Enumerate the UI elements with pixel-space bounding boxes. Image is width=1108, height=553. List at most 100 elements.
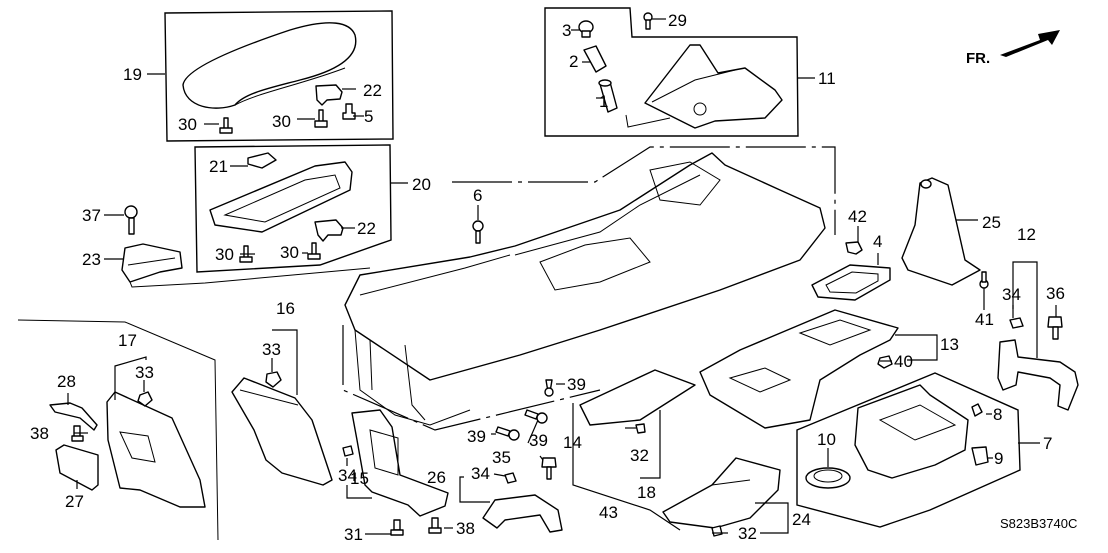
lid-part-20[interactable] — [209, 161, 353, 233]
callout-30-d[interactable]: 30 — [280, 243, 299, 262]
callout-17[interactable]: 17 — [118, 331, 137, 350]
callout-14[interactable]: 14 — [563, 433, 582, 452]
callout-39-c[interactable]: 39 — [529, 431, 548, 450]
callout-29[interactable]: 29 — [668, 11, 687, 30]
callout-6[interactable]: 6 — [473, 186, 482, 205]
callout-28[interactable]: 28 — [57, 372, 76, 391]
callout-30-b[interactable]: 30 — [272, 112, 291, 131]
callout-35[interactable]: 35 — [492, 448, 511, 467]
armrest-part-19[interactable] — [182, 22, 357, 109]
callout-18[interactable]: 18 — [637, 483, 656, 502]
callout-20[interactable]: 20 — [412, 175, 431, 194]
callout-39-b[interactable]: 39 — [467, 427, 486, 446]
screw-part-31[interactable] — [390, 519, 404, 536]
callout-39-a[interactable]: 39 — [567, 375, 586, 394]
callout-23[interactable]: 23 — [82, 250, 101, 269]
callout-27[interactable]: 27 — [65, 492, 84, 511]
clip-part-33-a[interactable] — [137, 391, 153, 407]
callout-33-b[interactable]: 33 — [262, 340, 281, 359]
callout-34-a[interactable]: 34 — [338, 466, 357, 485]
fastener-part-30-a[interactable] — [219, 117, 233, 134]
cup-holder-part-7[interactable] — [854, 384, 969, 479]
clip-part-42[interactable] — [845, 241, 863, 255]
callout-38-a[interactable]: 38 — [30, 424, 49, 443]
callout-22-lower[interactable]: 22 — [357, 219, 376, 238]
screw-part-38-a[interactable] — [71, 425, 84, 442]
fastener-part-30-b[interactable] — [314, 109, 328, 128]
bracket-part-26[interactable] — [482, 494, 563, 533]
screw-part-39-b[interactable] — [524, 409, 548, 424]
callout-5[interactable]: 5 — [364, 107, 373, 126]
callout-10[interactable]: 10 — [817, 430, 836, 449]
latch-part-9[interactable] — [971, 446, 989, 466]
callout-1[interactable]: 1 — [599, 92, 608, 111]
fastener-part-30-d[interactable] — [307, 242, 321, 260]
screw-part-38-b[interactable] — [428, 517, 442, 534]
spring-part-8[interactable] — [971, 403, 983, 417]
pocket-lid-part-14[interactable] — [579, 369, 696, 426]
callout-32-a[interactable]: 32 — [630, 446, 649, 465]
callout-30-a[interactable]: 30 — [178, 115, 197, 134]
clip-part-22-lower[interactable] — [314, 219, 344, 242]
side-cover-part-16[interactable] — [231, 377, 333, 486]
clip-part-6[interactable] — [472, 220, 484, 244]
shift-boot-part-25[interactable] — [901, 177, 981, 286]
callout-33-a[interactable]: 33 — [135, 363, 154, 382]
screw-part-39-c[interactable] — [495, 426, 520, 441]
ashtray-part-27[interactable] — [55, 444, 99, 491]
callout-31[interactable]: 31 — [344, 525, 363, 544]
bolt-part-37[interactable] — [124, 205, 138, 235]
trim-ring-part-4[interactable] — [811, 264, 891, 301]
callout-34-b[interactable]: 34 — [471, 464, 490, 483]
callout-37[interactable]: 37 — [82, 206, 101, 225]
screw-part-29[interactable] — [643, 12, 653, 30]
side-cover-part-17[interactable] — [106, 391, 206, 508]
callout-24[interactable]: 24 — [792, 510, 811, 529]
callout-9[interactable]: 9 — [994, 449, 1003, 468]
clip-part-33-b[interactable] — [265, 371, 282, 388]
bolt-part-35[interactable] — [541, 457, 557, 480]
callout-25[interactable]: 25 — [982, 213, 1001, 232]
hinge-part-23[interactable] — [121, 243, 183, 283]
clip-part-22-upper[interactable] — [315, 84, 343, 106]
callout-11[interactable]: 11 — [818, 69, 836, 88]
screw-part-5[interactable] — [342, 103, 356, 120]
nut-part-34-b[interactable] — [504, 472, 517, 484]
handle-part-28[interactable] — [49, 402, 98, 431]
callout-30-c[interactable]: 30 — [215, 245, 234, 264]
callout-12[interactable]: 12 — [1017, 225, 1036, 244]
callout-41[interactable]: 41 — [975, 310, 994, 329]
callout-13[interactable]: 13 — [940, 335, 959, 354]
callout-7[interactable]: 7 — [1043, 434, 1052, 453]
callout-22-upper[interactable]: 22 — [363, 81, 382, 100]
cover-part-21[interactable] — [247, 152, 277, 169]
callout-3[interactable]: 3 — [562, 21, 571, 40]
bracket-part-12[interactable] — [997, 339, 1079, 411]
shift-panel-part-13[interactable] — [699, 309, 899, 429]
socket-part-1[interactable] — [598, 79, 618, 113]
callout-26[interactable]: 26 — [427, 468, 446, 487]
callout-21[interactable]: 21 — [209, 157, 228, 176]
nut-part-34-c[interactable] — [1009, 317, 1024, 329]
callout-16[interactable]: 16 — [276, 299, 295, 318]
callout-36[interactable]: 36 — [1046, 284, 1065, 303]
callout-4[interactable]: 4 — [873, 232, 882, 251]
bracket-part-15[interactable] — [351, 409, 449, 517]
nut-part-34-a[interactable] — [342, 445, 354, 457]
tray-part-24[interactable] — [662, 457, 781, 529]
clip-part-32-b[interactable] — [711, 525, 723, 537]
callout-40[interactable]: 40 — [894, 352, 913, 371]
console-body[interactable] — [344, 152, 826, 426]
panel-part-11[interactable] — [644, 44, 783, 129]
screw-part-41[interactable] — [979, 271, 989, 289]
callout-34-c[interactable]: 34 — [1002, 285, 1021, 304]
sleeve-part-2[interactable] — [583, 45, 607, 73]
bolt-part-36[interactable] — [1047, 316, 1063, 340]
callout-32-b[interactable]: 32 — [738, 524, 757, 543]
ring-part-10[interactable] — [805, 467, 851, 489]
callout-42[interactable]: 42 — [848, 207, 867, 226]
callout-2[interactable]: 2 — [569, 52, 578, 71]
callout-43[interactable]: 43 — [599, 503, 618, 522]
callout-15[interactable]: 15 — [350, 469, 369, 488]
clip-part-40[interactable] — [877, 355, 893, 369]
